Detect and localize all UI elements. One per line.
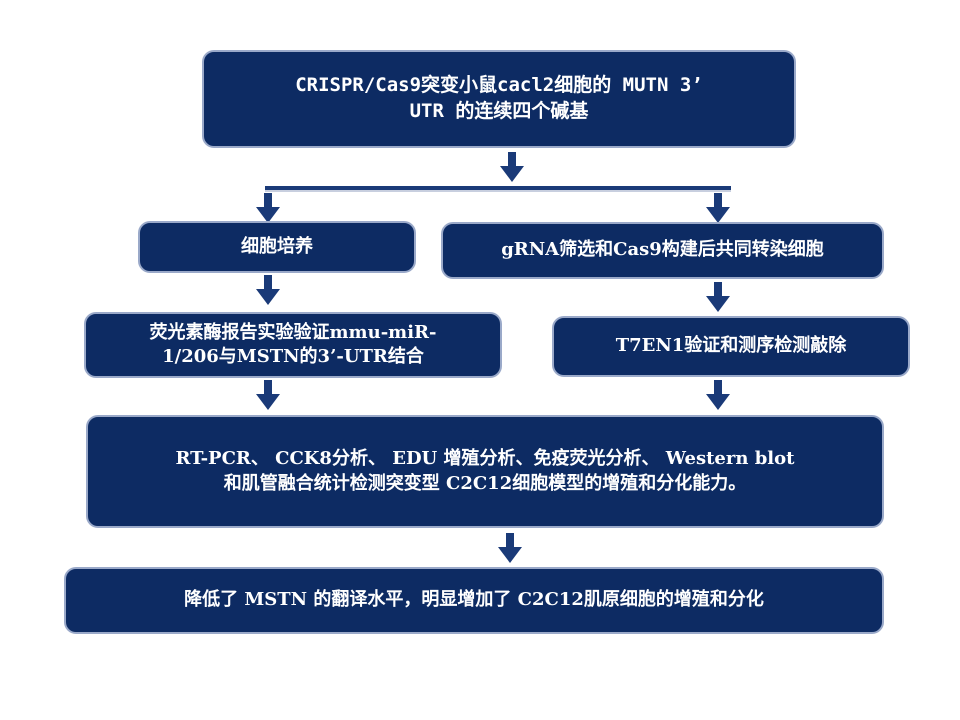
node-grna-screening-text: gRNA筛选和Cas9构建后共同转染细胞 xyxy=(501,239,824,261)
arrow-analysis-to-result xyxy=(498,533,522,563)
node-grna-screening: gRNA筛选和Cas9构建后共同转染细胞 xyxy=(441,222,884,279)
node-result-text: 降低了 MSTN 的翻译水平，明显增加了 C2C12肌原细胞的增殖和分化 xyxy=(184,589,764,611)
arrow-split-to-right1 xyxy=(706,193,730,223)
node-analysis-line1: RT-PCR、 CCK8分析、 EDU 增殖分析、免疫荧光分析、 Western… xyxy=(175,448,795,470)
arrow-right1-to-right2 xyxy=(706,282,730,312)
node-t7en1-verification: T7EN1验证和测序检测敲除 xyxy=(552,316,910,377)
node-result: 降低了 MSTN 的翻译水平，明显增加了 C2C12肌原细胞的增殖和分化 xyxy=(64,567,884,634)
node-cell-culture-text: 细胞培养 xyxy=(241,235,313,257)
node-top-line1: CRISPR/Cas9突变小鼠cacl2细胞的 MUTN 3’ xyxy=(295,74,703,97)
node-top-line2: UTR 的连续四个碱基 xyxy=(409,100,589,122)
arrow-split-to-left1 xyxy=(256,193,280,223)
node-luciferase-line2: 1/206与MSTN的3’-UTR结合 xyxy=(162,346,424,367)
node-luciferase-assay: 荧光素酶报告实验验证mmu-miR- 1/206与MSTN的3’-UTR结合 xyxy=(84,312,502,378)
arrow-right2-to-analysis xyxy=(706,380,730,410)
arrow-left1-to-left2 xyxy=(256,275,280,305)
node-analysis: RT-PCR、 CCK8分析、 EDU 增殖分析、免疫荧光分析、 Western… xyxy=(86,415,884,528)
split-bar xyxy=(265,186,731,192)
node-t7en1-text: T7EN1验证和测序检测敲除 xyxy=(615,335,847,357)
arrow-top-to-split xyxy=(500,152,524,182)
node-cell-culture: 细胞培养 xyxy=(138,221,416,273)
node-analysis-line2: 和肌管融合统计检测突变型 C2C12细胞模型的增殖和分化能力。 xyxy=(223,472,747,494)
node-luciferase-line1: 荧光素酶报告实验验证mmu-miR- xyxy=(149,321,437,343)
arrow-left2-to-analysis xyxy=(256,380,280,410)
node-top-crispr: CRISPR/Cas9突变小鼠cacl2细胞的 MUTN 3’ UTR 的连续四… xyxy=(202,50,796,148)
